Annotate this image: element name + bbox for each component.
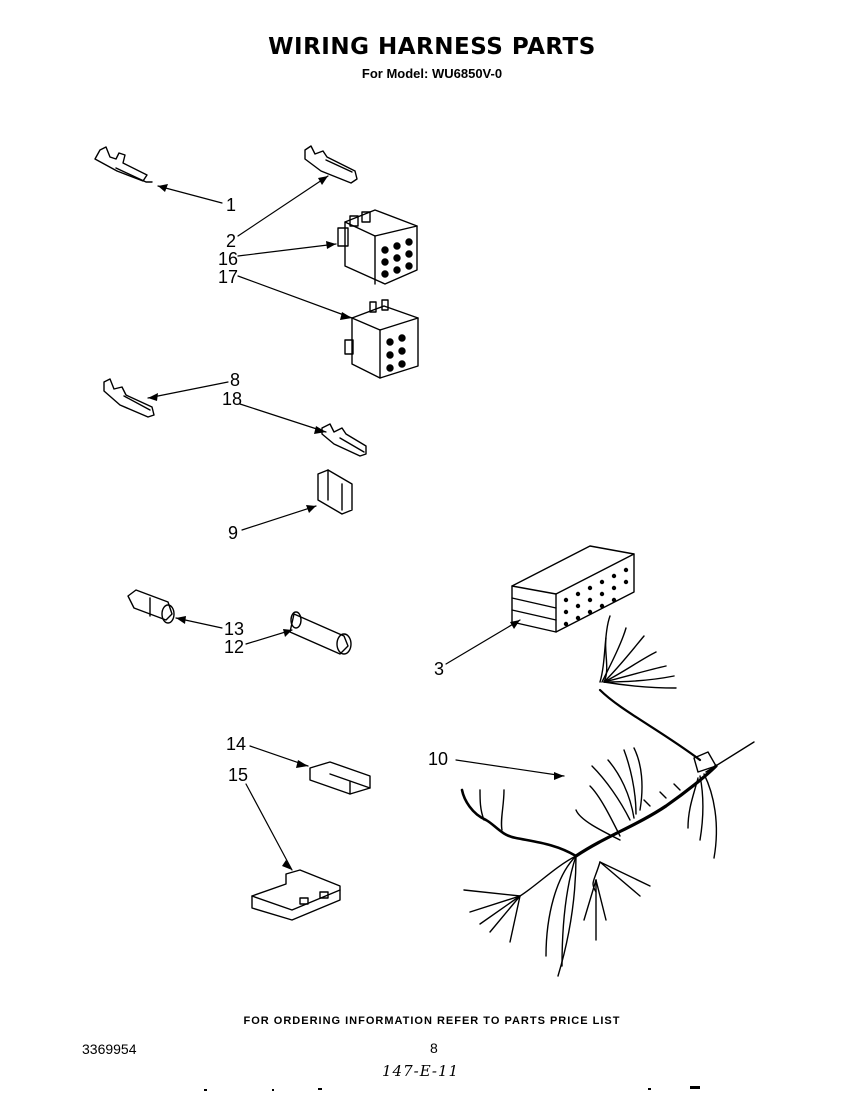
callout-8: 8 xyxy=(230,370,241,390)
part-15-connector-plate xyxy=(251,869,341,921)
callout-16: 16 xyxy=(218,249,239,269)
leader-lines xyxy=(147,175,565,871)
callout-3: 3 xyxy=(434,659,445,679)
part-2-terminal xyxy=(304,145,358,184)
handwritten-note: 147-E-11 xyxy=(382,1062,460,1080)
callout-13: 13 xyxy=(224,619,245,639)
part-3-connector-block xyxy=(511,545,635,633)
callout-17: 17 xyxy=(218,267,239,287)
ordering-note: FOR ORDERING INFORMATION REFER TO PARTS … xyxy=(243,1015,621,1027)
callout-2: 2 xyxy=(226,231,237,251)
callout-14: 14 xyxy=(226,734,247,754)
part-18-terminal xyxy=(321,423,367,457)
page-title: WIRING HARNESS PARTS xyxy=(268,34,596,60)
document-number: 3369954 xyxy=(82,1041,137,1057)
callout-15: 15 xyxy=(228,765,249,785)
callout-10: 10 xyxy=(428,749,449,769)
page-number: 8 xyxy=(430,1040,438,1056)
part-8-terminal xyxy=(103,378,155,418)
part-1-terminal xyxy=(94,146,153,183)
scan-marks xyxy=(204,1086,700,1091)
part-16-connector-housing xyxy=(337,209,418,285)
part-13-sleeve xyxy=(127,589,175,624)
callout-12: 12 xyxy=(224,637,245,657)
part-14-insulator xyxy=(309,761,371,795)
callout-9: 9 xyxy=(228,523,239,543)
part-10-wiring-harness xyxy=(460,615,755,977)
part-9-insulator xyxy=(317,469,353,515)
part-17-connector-housing xyxy=(344,299,419,379)
part-12-splice-tube xyxy=(289,611,352,655)
arrowheads xyxy=(148,176,564,870)
callout-18: 18 xyxy=(222,389,243,409)
model-subtitle: For Model: WU6850V-0 xyxy=(361,66,503,81)
callout-1: 1 xyxy=(226,195,237,215)
